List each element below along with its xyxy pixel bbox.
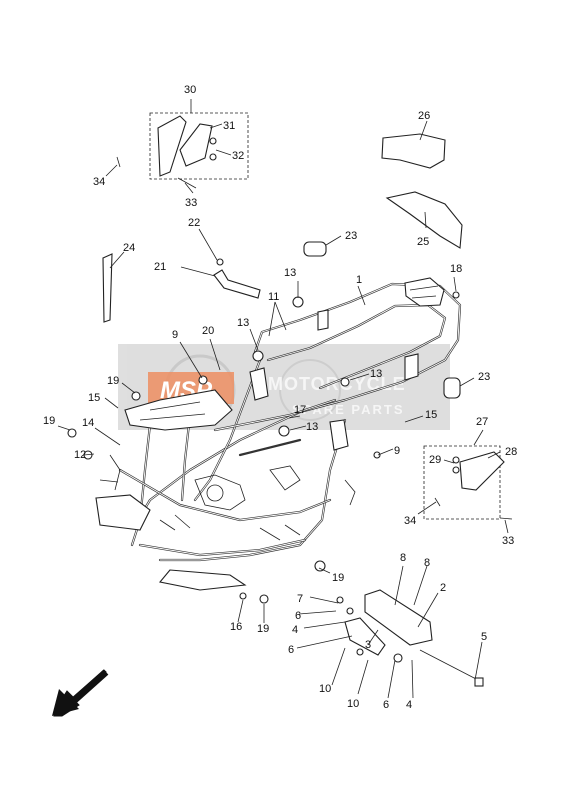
callout-6c: 6 bbox=[383, 699, 389, 711]
callout-4a: 4 bbox=[292, 624, 298, 636]
callout-16: 16 bbox=[230, 621, 242, 633]
callout-3: 3 bbox=[365, 639, 371, 651]
callout-33a: 33 bbox=[185, 197, 197, 209]
callout-7: 7 bbox=[297, 593, 303, 605]
callout-2: 2 bbox=[440, 582, 446, 594]
callout-15b: 15 bbox=[425, 409, 437, 421]
callout-19a: 19 bbox=[107, 375, 119, 387]
front-direction-arrow-icon bbox=[52, 669, 109, 717]
callout-31: 31 bbox=[223, 120, 235, 132]
callout-1: 1 bbox=[356, 274, 362, 286]
callout-15a: 15 bbox=[88, 392, 100, 404]
callout-11: 11 bbox=[268, 291, 279, 303]
callout-28: 28 bbox=[505, 446, 517, 458]
callout-10b: 10 bbox=[347, 698, 359, 710]
callout-labels: 1 2 3 4 4 5 6 6 6 7 8 8 9 9 10 10 11 12 … bbox=[43, 84, 517, 711]
callout-8b: 8 bbox=[424, 557, 430, 569]
callout-29: 29 bbox=[429, 454, 441, 466]
small-parts bbox=[67, 112, 513, 687]
callout-23b: 23 bbox=[478, 371, 490, 383]
callout-5: 5 bbox=[481, 631, 487, 643]
callout-34b: 34 bbox=[404, 515, 416, 527]
callout-32: 32 bbox=[232, 150, 244, 162]
callout-4b: 4 bbox=[406, 699, 412, 711]
callout-21: 21 bbox=[154, 261, 166, 273]
watermark-line1: MOTORCYCLE bbox=[268, 374, 406, 394]
callout-19c: 19 bbox=[332, 572, 344, 584]
callout-9a: 9 bbox=[172, 329, 178, 341]
callout-13d: 13 bbox=[306, 421, 318, 433]
callout-20: 20 bbox=[202, 325, 214, 337]
callout-6a: 6 bbox=[295, 610, 301, 622]
callout-27: 27 bbox=[476, 416, 488, 428]
callout-8a: 8 bbox=[400, 552, 406, 564]
callout-12: 12 bbox=[74, 449, 86, 461]
callout-23a: 23 bbox=[345, 230, 357, 242]
callout-6b: 6 bbox=[288, 644, 294, 656]
callout-13a: 13 bbox=[284, 267, 296, 279]
callout-22: 22 bbox=[188, 217, 200, 229]
main-frame-drawing bbox=[95, 277, 462, 591]
callout-24: 24 bbox=[123, 242, 135, 254]
callout-26: 26 bbox=[418, 110, 430, 122]
callout-17: 17 bbox=[294, 404, 306, 416]
callout-34a: 34 bbox=[93, 176, 105, 188]
callout-33b: 33 bbox=[502, 535, 514, 547]
callout-13c: 13 bbox=[370, 368, 382, 380]
callout-14: 14 bbox=[82, 417, 94, 429]
callout-19d: 19 bbox=[257, 623, 269, 635]
callout-18: 18 bbox=[450, 263, 462, 275]
callout-10a: 10 bbox=[319, 683, 331, 695]
callout-19b: 19 bbox=[43, 415, 55, 427]
leader-lines bbox=[57, 99, 509, 699]
callout-13b: 13 bbox=[237, 317, 249, 329]
callout-25: 25 bbox=[417, 236, 429, 248]
callout-30: 30 bbox=[184, 84, 196, 96]
callout-9b: 9 bbox=[394, 445, 400, 457]
